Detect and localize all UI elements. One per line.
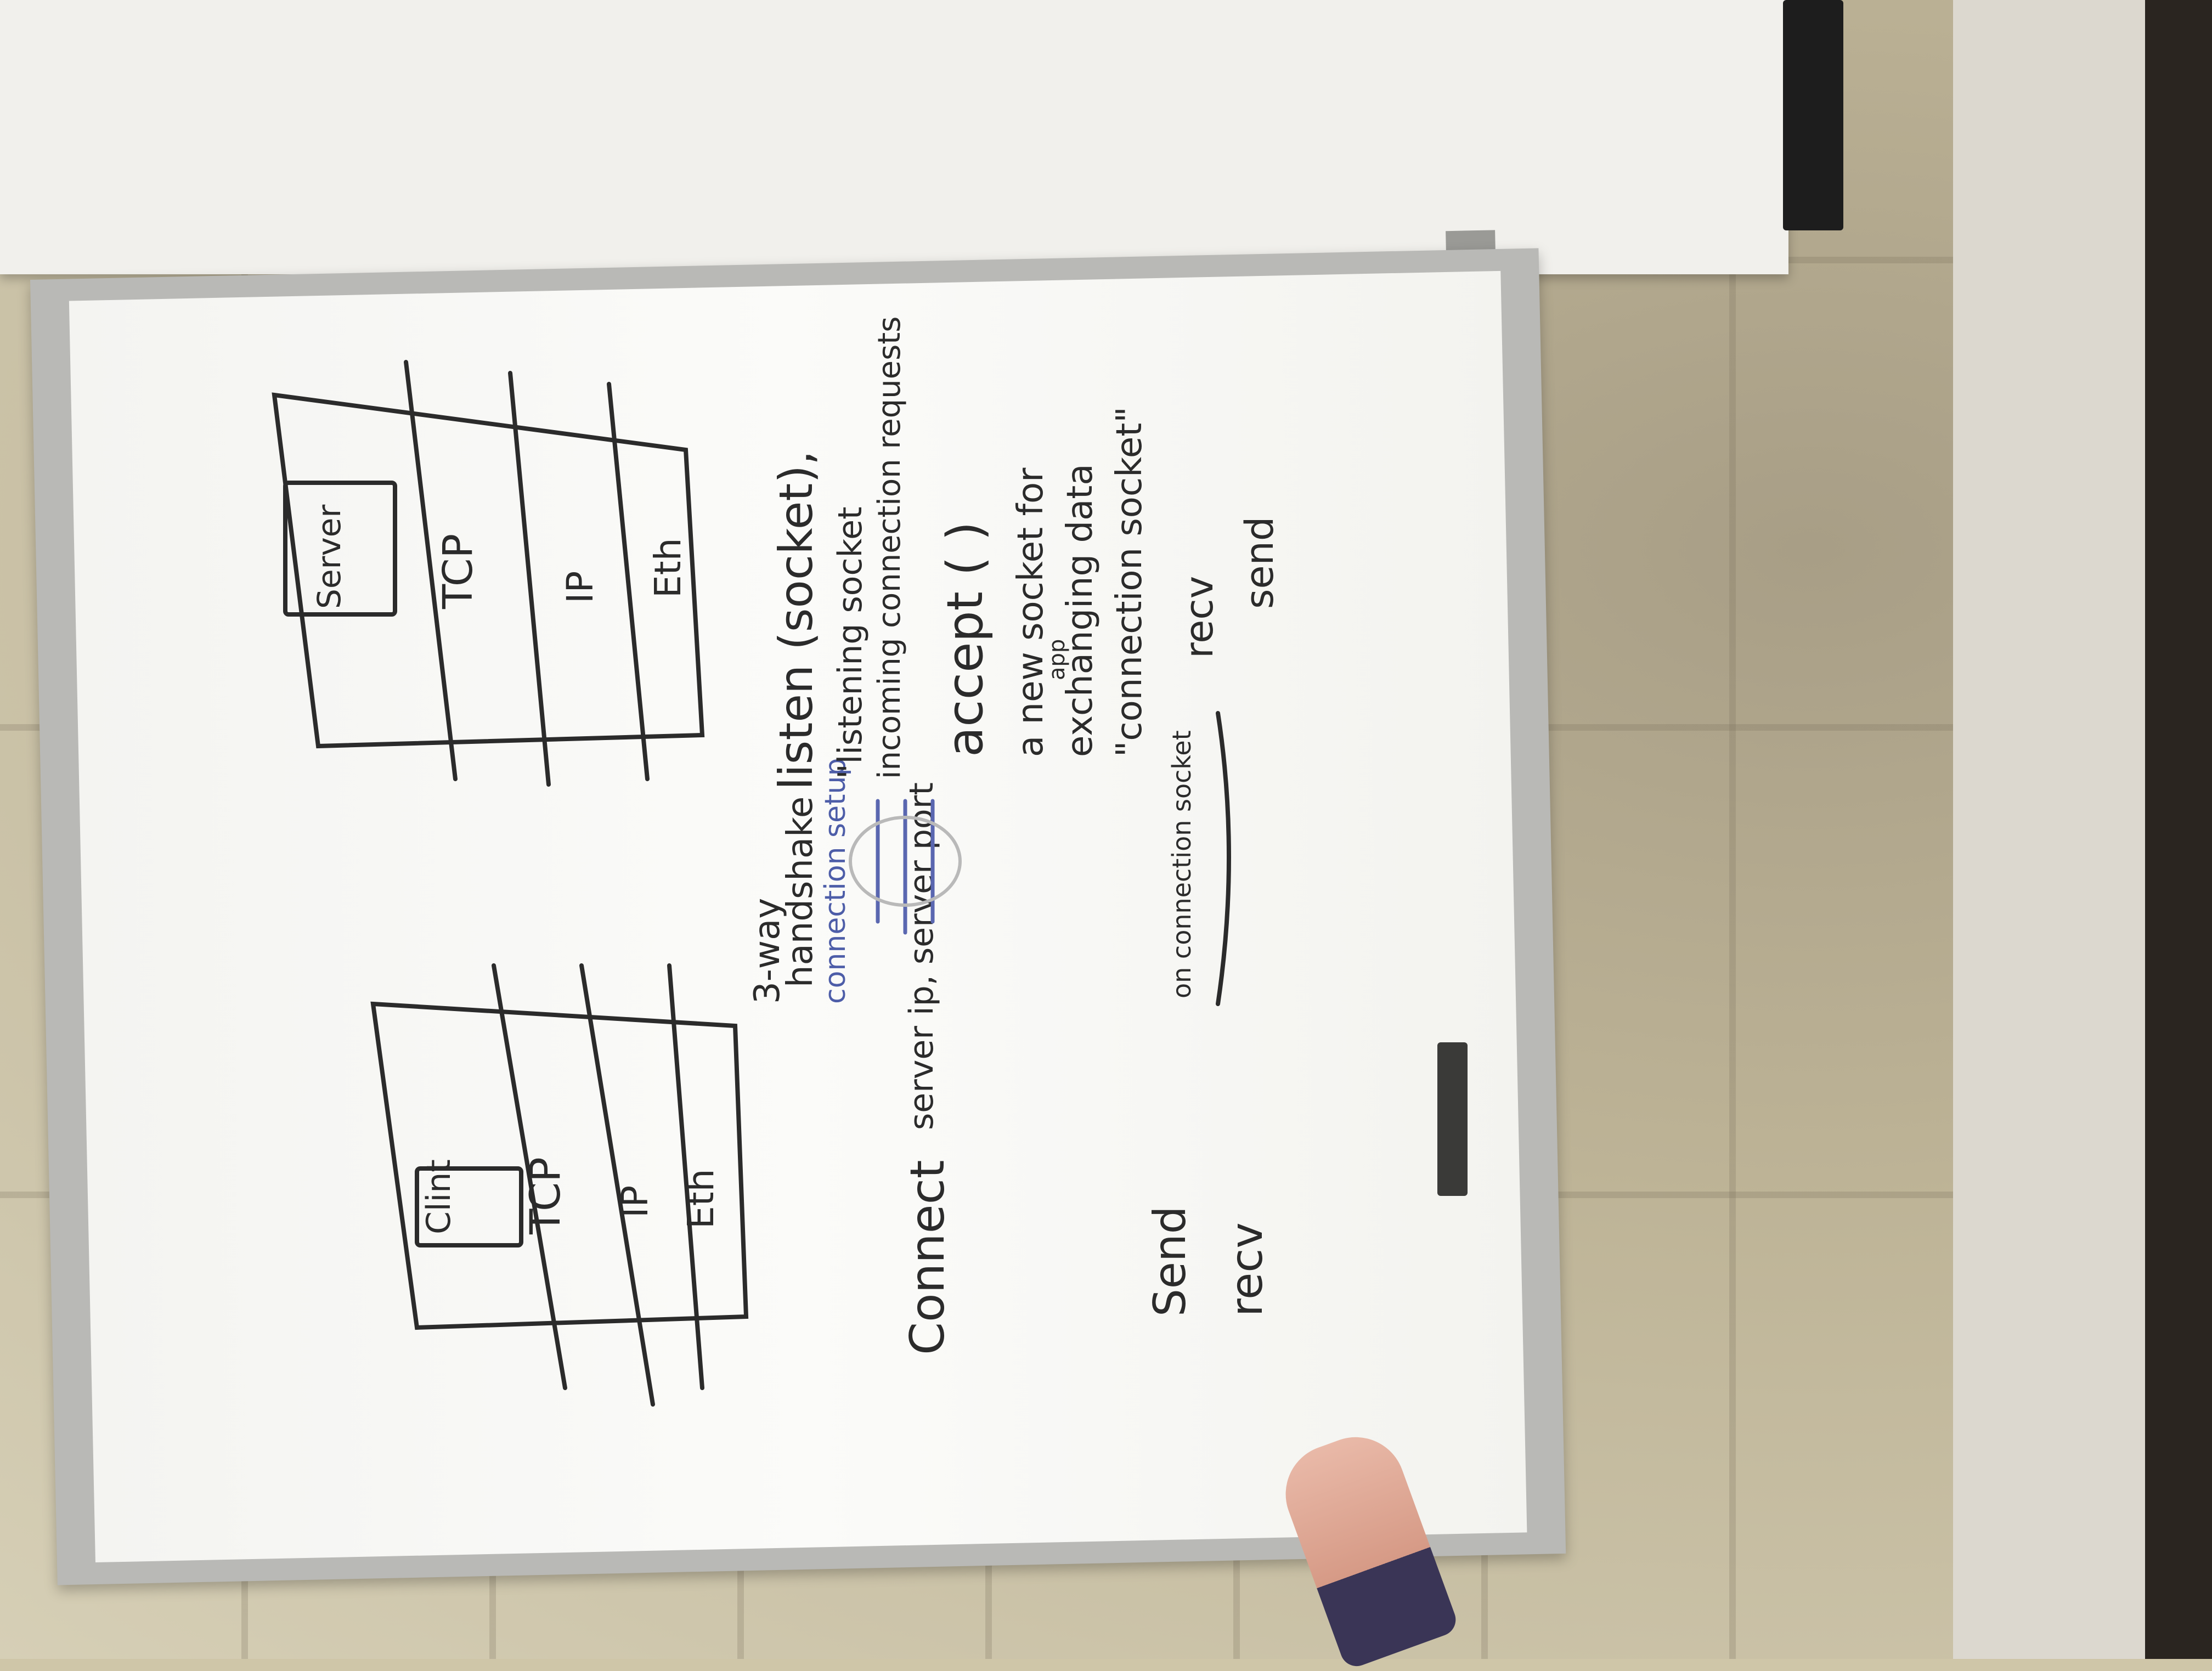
client-send: Send — [1144, 1206, 1195, 1317]
client-stack-diagram: Clint TCP IP Eth — [370, 963, 749, 1407]
handshake-subtitle: handshake — [780, 797, 821, 987]
server-recv: recv — [1177, 576, 1222, 658]
accept-note-2: exchanging data — [1060, 464, 1101, 757]
accept-note-app: app — [1045, 639, 1070, 680]
listen-note-2: incoming connection requests — [872, 317, 907, 779]
projector-screen-roller — [1783, 0, 1843, 230]
data-path-label: on connection socket — [1167, 730, 1197, 998]
client-layer-app: Clint — [420, 1159, 458, 1234]
data-path-arrow — [1216, 711, 1231, 1006]
server-layer-eth: Eth — [647, 538, 689, 598]
whiteboard-eraser — [1437, 1042, 1468, 1196]
server-layer-app: Server — [311, 505, 348, 609]
projector-screen — [0, 0, 1788, 274]
server-stack-diagram: Server TCP IP Eth — [272, 360, 705, 787]
connect-call: Connect — [900, 1160, 955, 1355]
accept-call: accept ( ) — [936, 522, 994, 757]
connect-args: server ip, server port — [902, 782, 941, 1130]
client-layer-ip: IP — [614, 1185, 656, 1218]
listen-note: "listening socket — [831, 506, 870, 779]
handshake-title: 3-way — [747, 898, 788, 1004]
handshake-note: connection setup — [819, 758, 852, 1004]
server-layer-tcp: TCP — [435, 534, 482, 609]
doorway-dark — [2145, 0, 2212, 1659]
accept-note-1: a new socket for — [1011, 467, 1051, 757]
server-send: send — [1237, 517, 1282, 609]
server-layer-ip: IP — [559, 571, 601, 603]
handshake-arrows — [849, 799, 962, 935]
client-layer-tcp: TCP — [521, 1157, 569, 1235]
accept-note-3: "connection socket" — [1109, 407, 1150, 757]
client-recv: recv — [1221, 1222, 1272, 1317]
listen-call: listen (socket), — [769, 450, 823, 790]
client-layer-eth: Eth — [680, 1169, 722, 1229]
